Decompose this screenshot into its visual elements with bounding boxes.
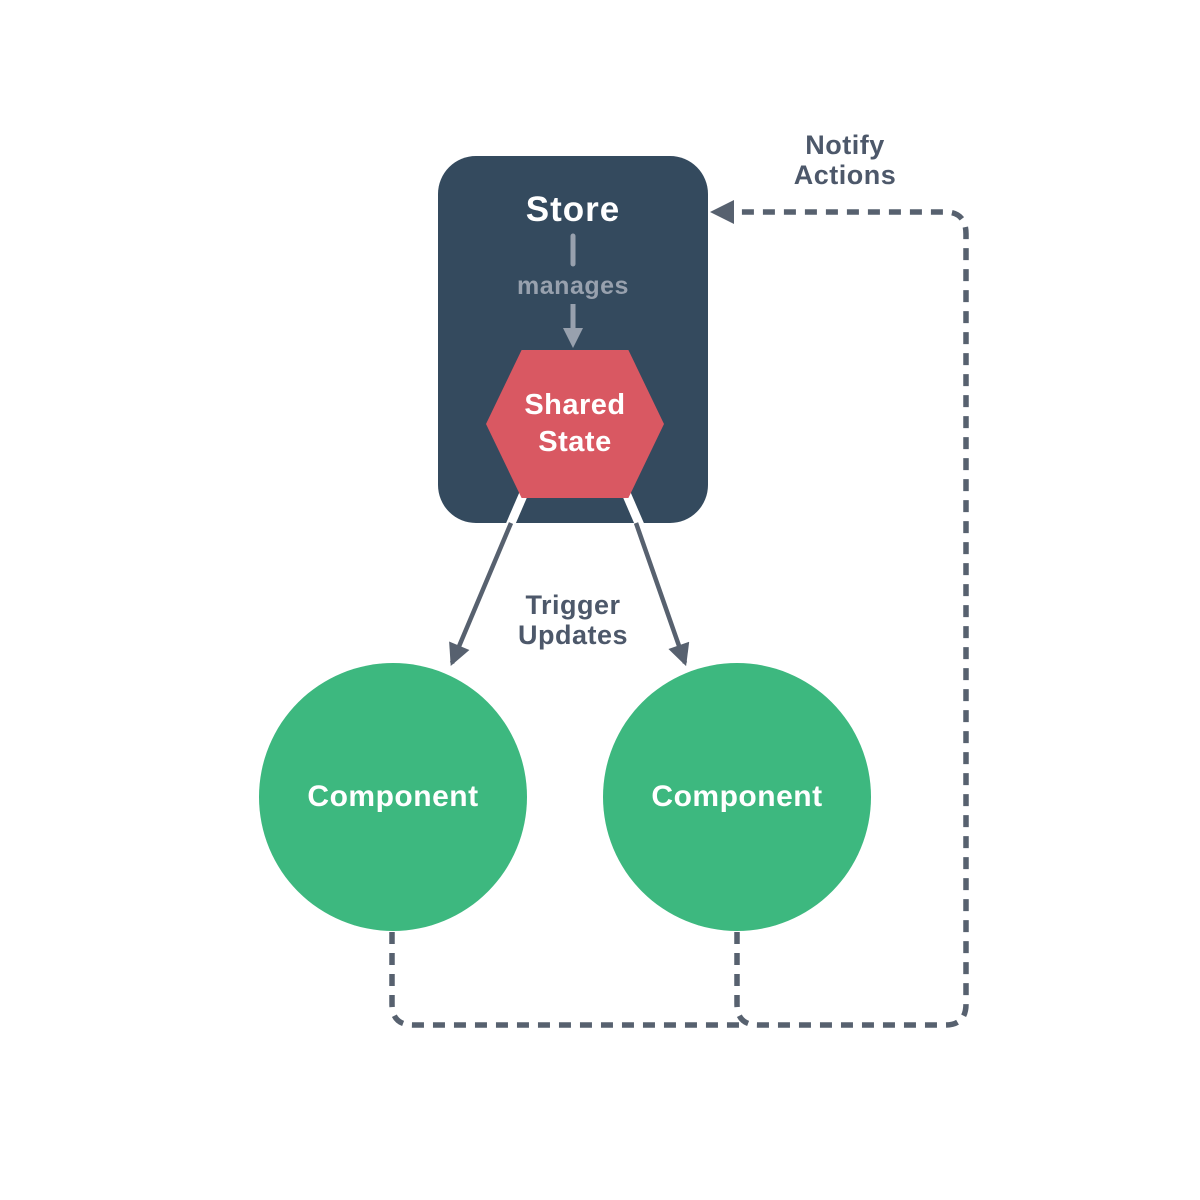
notify-actions-label: Notify Actions	[745, 130, 945, 190]
shared-state-node: Shared State	[486, 350, 664, 498]
notify-path-left-component	[389, 932, 745, 1028]
component-node-right: Component	[603, 663, 871, 931]
component-node-left: Component	[259, 663, 527, 931]
component-label-left: Component	[307, 780, 479, 813]
notify-actions-line2: Actions	[793, 160, 897, 190]
notify-arrowhead	[710, 200, 734, 224]
shared-state-line2: State	[538, 426, 612, 458]
trigger-updates-label: Trigger Updates	[473, 590, 673, 650]
shared-state-label: Shared State	[524, 387, 625, 461]
trigger-updates-line2: Updates	[517, 620, 629, 650]
trigger-updates-line1: Trigger	[525, 590, 621, 620]
store-label: Store	[525, 190, 621, 229]
notify-actions-line1: Notify	[805, 130, 885, 160]
component-label-right: Component	[651, 780, 823, 813]
manages-label: manages	[517, 272, 629, 300]
shared-state-line1: Shared	[524, 389, 626, 421]
